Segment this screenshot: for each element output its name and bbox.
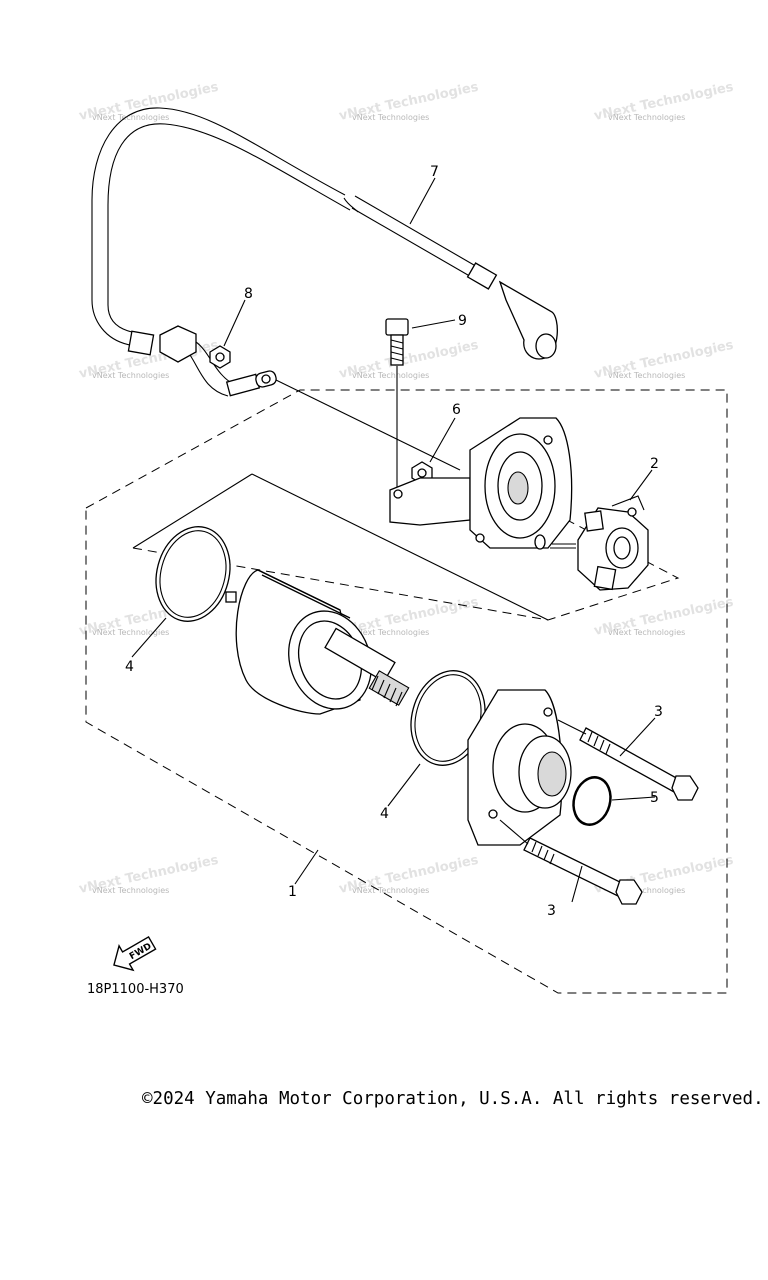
drawing-code: 18P1100-H370 [87, 982, 184, 997]
watermark: vNext Technologies [608, 113, 685, 122]
callout-3a: 3 [654, 704, 663, 720]
watermark: vNext Technologies [352, 628, 429, 637]
watermark: vNext Technologies [352, 371, 429, 380]
watermark: vNext Technologies [92, 113, 169, 122]
rear-cover [389, 417, 573, 549]
screw [550, 543, 576, 549]
watermark: vNext Technologies [608, 371, 685, 380]
callout-4b: 4 [380, 806, 389, 822]
callout-2: 2 [650, 456, 659, 472]
callout-7: 7 [430, 164, 439, 180]
callout-1: 1 [288, 884, 297, 900]
bolt-9 [385, 318, 409, 488]
through-bolt-3b [499, 819, 643, 905]
fwd-arrow-icon: FWD [113, 935, 157, 972]
through-bolt-3a [557, 719, 699, 801]
subassembly-plane [132, 473, 549, 621]
callout-5: 5 [650, 790, 659, 806]
nut-8 [209, 345, 231, 369]
watermark: vNext Technologies [352, 886, 429, 895]
o-ring-4a [155, 526, 231, 622]
o-ring-4b [410, 670, 486, 766]
watermark: vNext Technologies [352, 113, 429, 122]
brush-holder [577, 495, 649, 591]
copyright-notice: ©2024 Yamaha Motor Corporation, U.S.A. A… [142, 1089, 764, 1109]
front-cover [467, 689, 572, 846]
callout-9: 9 [458, 313, 467, 329]
watermark: vNext Technologies [92, 886, 169, 895]
callout-6: 6 [452, 402, 461, 418]
callout-8: 8 [244, 286, 253, 302]
callout-4a: 4 [125, 659, 134, 675]
assembly-boundary [85, 389, 728, 994]
starter-cable [91, 107, 558, 397]
washer [534, 534, 546, 550]
assembly-leader [275, 379, 461, 471]
motor-yoke [225, 569, 410, 715]
o-ring-5 [572, 776, 612, 826]
watermark: vNext Technologies [608, 628, 685, 637]
watermark: vNext Technologies [608, 886, 685, 895]
leader-lines [131, 177, 656, 903]
callout-3b: 3 [547, 903, 556, 919]
watermark: vNext Technologies [92, 371, 169, 380]
watermark: vNext Technologies [92, 628, 169, 637]
